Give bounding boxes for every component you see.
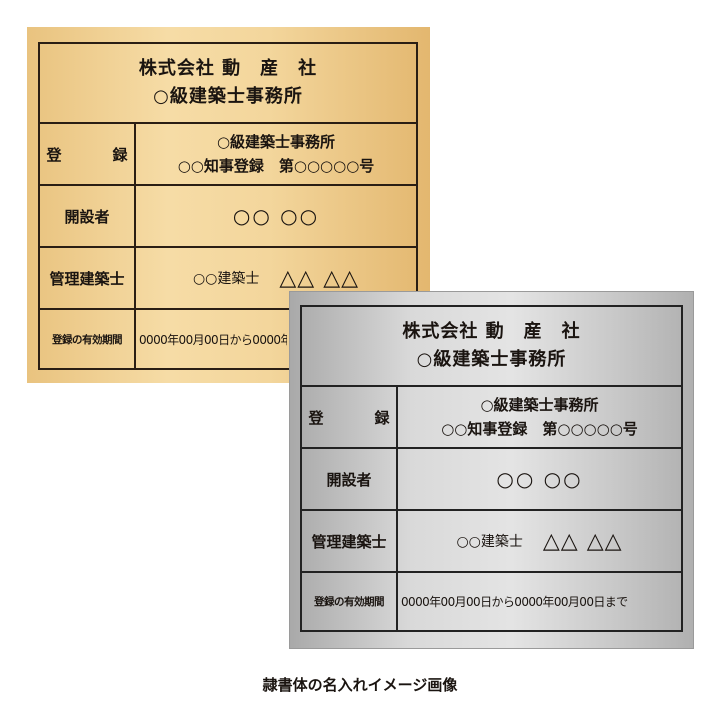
validity-label: 登録の有効期間 [302,573,398,630]
office-type: ○級建築士事務所 [153,86,303,107]
registration-office: ○級建築士事務所 [216,133,336,151]
registration-number: ○○知事登録 第○○○○○号 [441,420,638,438]
validity-label: 登録の有効期間 [40,310,136,368]
architect-label: 管理建築士 [302,511,398,573]
architect-name: △△ △△ [279,265,360,291]
registration-number: ○○知事登録 第○○○○○号 [177,157,375,175]
plate-table: 株式会社 動 産 社 ○級建築士事務所 登 録 ○級建築士事務所 ○○知事登録 … [38,42,418,370]
architect-value: ○○建築士 △△ △△ [136,248,416,310]
registration-label: 登 録 [302,387,398,449]
founder-label: 開設者 [40,186,136,248]
architect-label: 管理建築士 [40,248,136,310]
registration-office: ○級建築士事務所 [480,396,599,414]
silver-nameplate: 株式会社 動 産 社 ○級建築士事務所 登 録 ○級建築士事務所 ○○知事登録 … [290,292,693,648]
plate-header: 株式会社 動 産 社 ○級建築士事務所 [302,307,681,387]
validity-value-cell: 0000年00月00日から0000年00月00日まで [136,310,416,368]
plate-table: 株式会社 動 産 社 ○級建築士事務所 登 録 ○級建築士事務所 ○○知事登録 … [300,305,683,632]
validity-value-partial: 0000年00月00日から0000年00月00日まで [139,332,287,347]
company-name: 株式会社 動 産 社 [402,321,581,342]
gold-nameplate: 株式会社 動 産 社 ○級建築士事務所 登 録 ○級建築士事務所 ○○知事登録 … [27,27,430,383]
architect-value: ○○建築士 △△ △△ [398,511,681,573]
architect-grade: ○○建築士 [456,534,523,550]
architect-grade: ○○建築士 [192,271,260,287]
architect-name: △△ △△ [542,528,623,554]
plate-header: 株式会社 動 産 社 ○級建築士事務所 [40,44,416,124]
founder-value: ○○ ○○ [136,186,416,248]
company-name: 株式会社 動 産 社 [138,58,318,79]
registration-value: ○級建築士事務所 ○○知事登録 第○○○○○号 [136,124,416,186]
registration-value: ○級建築士事務所 ○○知事登録 第○○○○○号 [398,387,681,449]
validity-value: 0000年00月00日から0000年00月00日まで [401,595,628,609]
office-type: ○級建築士事務所 [416,349,567,370]
founder-value: ○○ ○○ [398,449,681,511]
image-caption: 隷書体の名入れイメージ画像 [262,676,458,694]
registration-label: 登 録 [40,124,136,186]
founder-label: 開設者 [302,449,398,511]
